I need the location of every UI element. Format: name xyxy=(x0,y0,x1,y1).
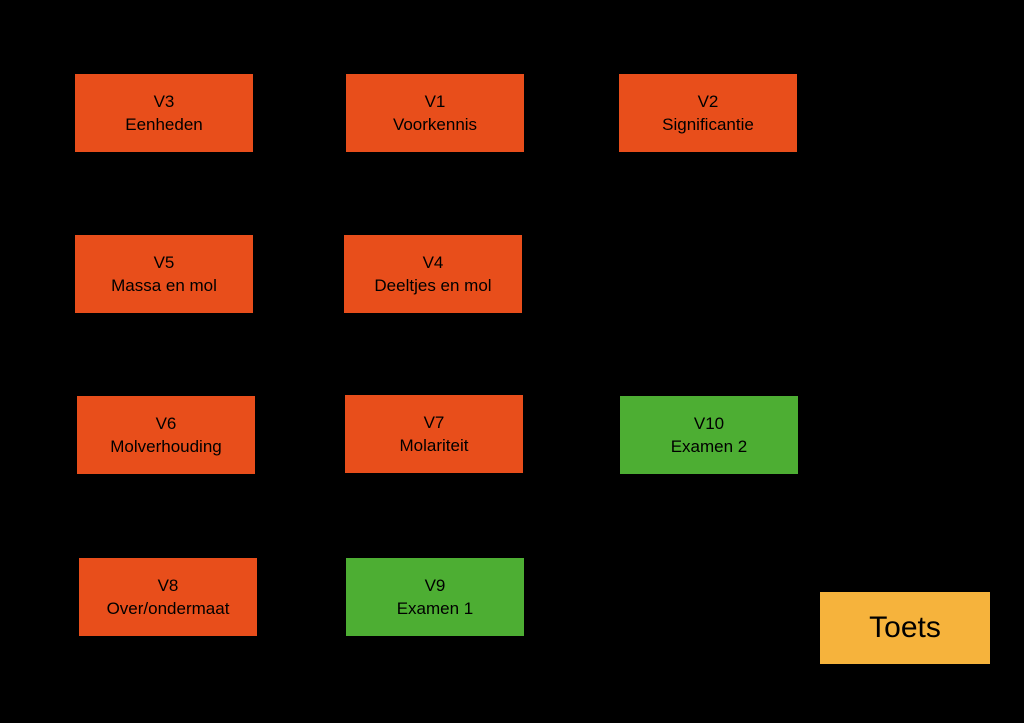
node-v10-examen-2: V10 Examen 2 xyxy=(620,396,798,474)
node-label: Deeltjes en mol xyxy=(374,276,492,295)
node-label: Molariteit xyxy=(399,436,469,455)
node-code: Toets xyxy=(869,611,941,644)
node-code: V9 xyxy=(424,576,446,595)
node-label: Voorkennis xyxy=(392,115,478,134)
node-v5-massa-en-mol: V5 Massa en mol xyxy=(75,235,253,313)
node-label: Massa en mol xyxy=(111,276,217,295)
node-v8-over-ondermaat: V8 Over/ondermaat xyxy=(79,558,257,636)
node-code: V1 xyxy=(424,92,446,111)
node-v1-voorkennis: V1 Voorkennis xyxy=(346,74,524,152)
node-toets: Toets xyxy=(820,592,990,664)
node-v9-examen-1: V9 Examen 1 xyxy=(346,558,524,636)
node-code: V5 xyxy=(153,253,175,272)
node-code: V7 xyxy=(423,413,445,432)
node-label: Examen 2 xyxy=(670,437,748,456)
node-v2-significantie: V2 Significantie xyxy=(619,74,797,152)
node-code: V6 xyxy=(155,414,177,433)
node-code: V10 xyxy=(693,414,725,433)
node-v7-molariteit: V7 Molariteit xyxy=(345,395,523,473)
node-code: V2 xyxy=(697,92,719,111)
node-v6-molverhouding: V6 Molverhouding xyxy=(77,396,255,474)
node-label: Molverhouding xyxy=(110,437,222,456)
node-code: V8 xyxy=(157,576,179,595)
node-v3-eenheden: V3 Eenheden xyxy=(75,74,253,152)
node-code: V4 xyxy=(422,253,444,272)
node-code: V3 xyxy=(153,92,175,111)
node-label: Significantie xyxy=(662,115,754,134)
node-v4-deeltjes-en-mol: V4 Deeltjes en mol xyxy=(344,235,522,313)
node-label: Eenheden xyxy=(125,115,203,134)
node-label: Examen 1 xyxy=(396,599,474,618)
node-label: Over/ondermaat xyxy=(106,599,230,618)
